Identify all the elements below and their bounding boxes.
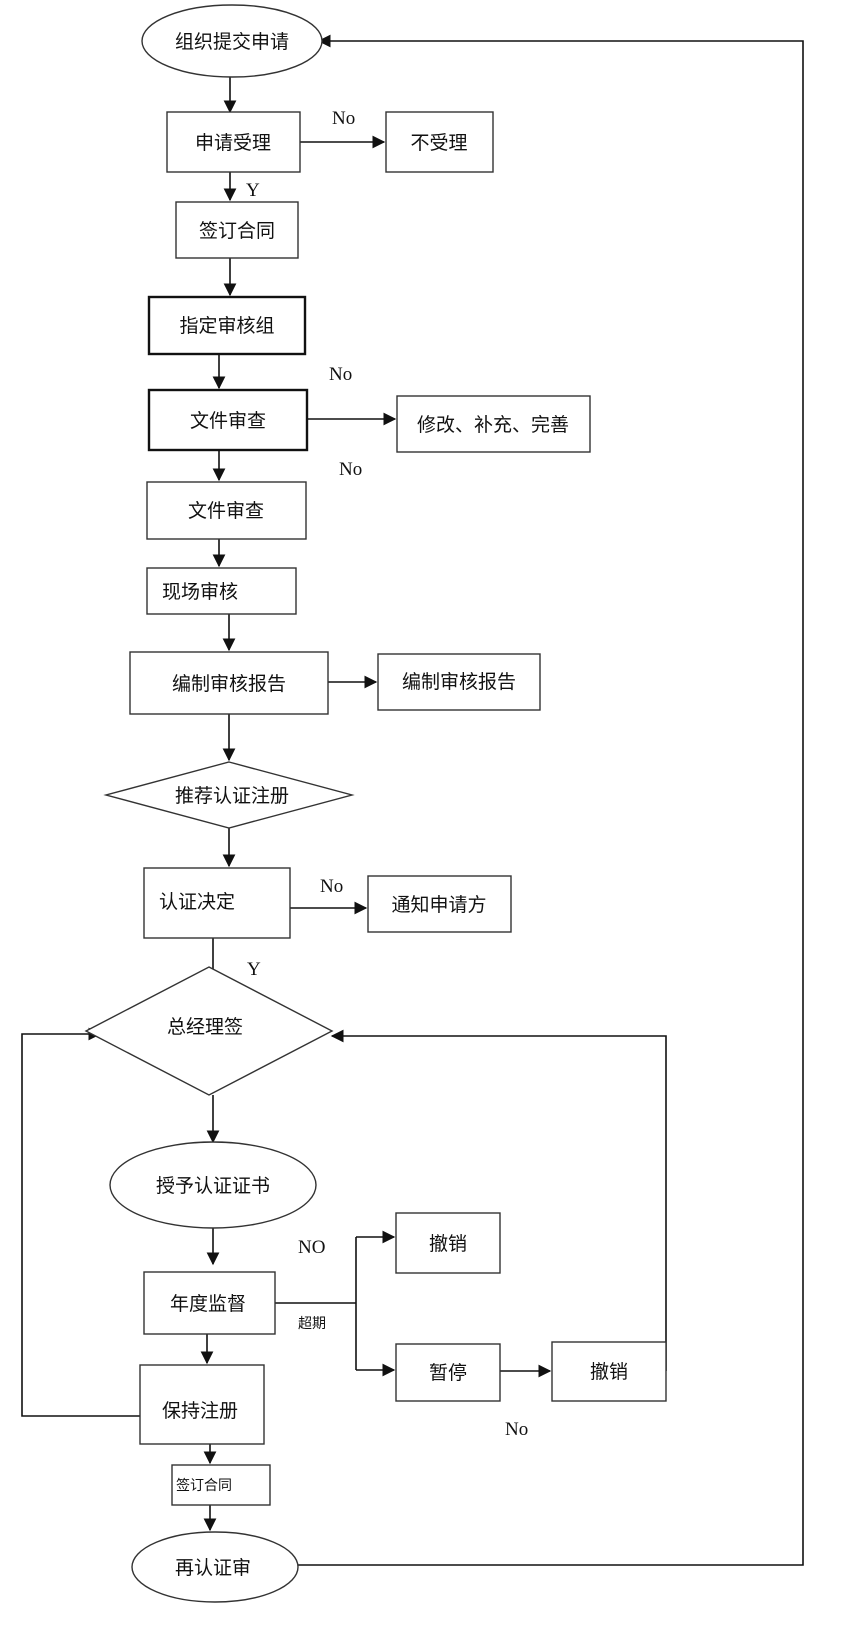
node-decision: 认证决定: [143, 867, 291, 939]
node-revoke-1: 撤销: [395, 1212, 501, 1274]
node-doc-review-2: 文件审查: [146, 481, 307, 540]
node-doc-review-1-label: 文件审查: [190, 410, 266, 432]
node-onsite-audit: 现场审核: [146, 567, 297, 615]
node-recommend: 推荐认证注册: [103, 761, 355, 829]
node-keep-registration: 保持注册: [139, 1364, 265, 1445]
node-write-report-2-label: 编制审核报告: [402, 671, 516, 693]
node-accept: 申请受理: [166, 111, 301, 173]
node-revoke-1-label: 撤销: [429, 1233, 467, 1255]
edge-label-decision-yes: Y: [247, 959, 261, 980]
edge-label-accept-yes: Y: [246, 180, 260, 201]
node-revoke-2-label: 撤销: [590, 1361, 628, 1383]
edge-label-review-no-2: No: [339, 459, 362, 480]
node-reject-label: 不受理: [410, 132, 467, 154]
node-reject: 不受理: [385, 111, 494, 173]
edge-label-accept-no: No: [332, 108, 355, 129]
node-contract: 签订合同: [175, 201, 299, 259]
node-suspend-label: 暂停: [429, 1362, 467, 1384]
node-contract-2-label: 签订合同: [176, 1477, 232, 1494]
node-write-report-2: 编制审核报告: [377, 653, 541, 711]
node-contract-2: 签订合同: [171, 1464, 271, 1506]
node-annual-supervision: 年度监督: [143, 1271, 276, 1335]
node-gm-sign: 总经理签: [84, 966, 334, 1096]
node-recertify: 再认证审: [131, 1531, 299, 1603]
edge-label-overdue: 超期: [298, 1316, 326, 1332]
edge-label-supervision-no: NO: [298, 1237, 325, 1258]
connectors: [21, 34, 804, 1566]
node-write-report-label: 编制审核报告: [172, 673, 286, 695]
edge-label-review-no: No: [329, 364, 352, 385]
node-revoke-2: 撤销: [551, 1341, 667, 1402]
node-start: 组织提交申请: [141, 4, 323, 78]
node-grant-label: 授予认证证书: [156, 1175, 270, 1197]
edge-label-suspend-no: No: [505, 1419, 528, 1440]
node-revise: 修改、补充、完善: [396, 395, 591, 453]
node-assign-team: 指定审核组: [147, 295, 307, 356]
node-recommend-label: 推荐认证注册: [175, 785, 289, 807]
node-contract-label: 签订合同: [199, 220, 275, 242]
node-notify-label: 通知申请方: [391, 894, 486, 916]
node-doc-review-1: 文件审查: [147, 388, 309, 452]
node-notify: 通知申请方: [367, 875, 512, 933]
node-suspend: 暂停: [395, 1343, 501, 1402]
node-annual-supervision-label: 年度监督: [170, 1293, 246, 1315]
node-decision-label: 认证决定: [159, 891, 235, 913]
node-accept-label: 申请受理: [195, 132, 271, 154]
node-keep-registration-label: 保持注册: [162, 1400, 238, 1422]
edge-label-decision-no: No: [320, 876, 343, 897]
node-assign-team-label: 指定审核组: [179, 315, 274, 337]
node-gm-sign-label: 总经理签: [167, 1016, 243, 1038]
node-write-report: 编制审核报告: [129, 651, 329, 715]
node-onsite-audit-label: 现场审核: [162, 581, 238, 603]
node-recertify-label: 再认证审: [175, 1557, 251, 1579]
node-doc-review-2-label: 文件审查: [188, 500, 264, 522]
node-revise-label: 修改、补充、完善: [417, 414, 569, 436]
node-grant: 授予认证证书: [109, 1141, 317, 1229]
node-start-label: 组织提交申请: [175, 31, 289, 53]
